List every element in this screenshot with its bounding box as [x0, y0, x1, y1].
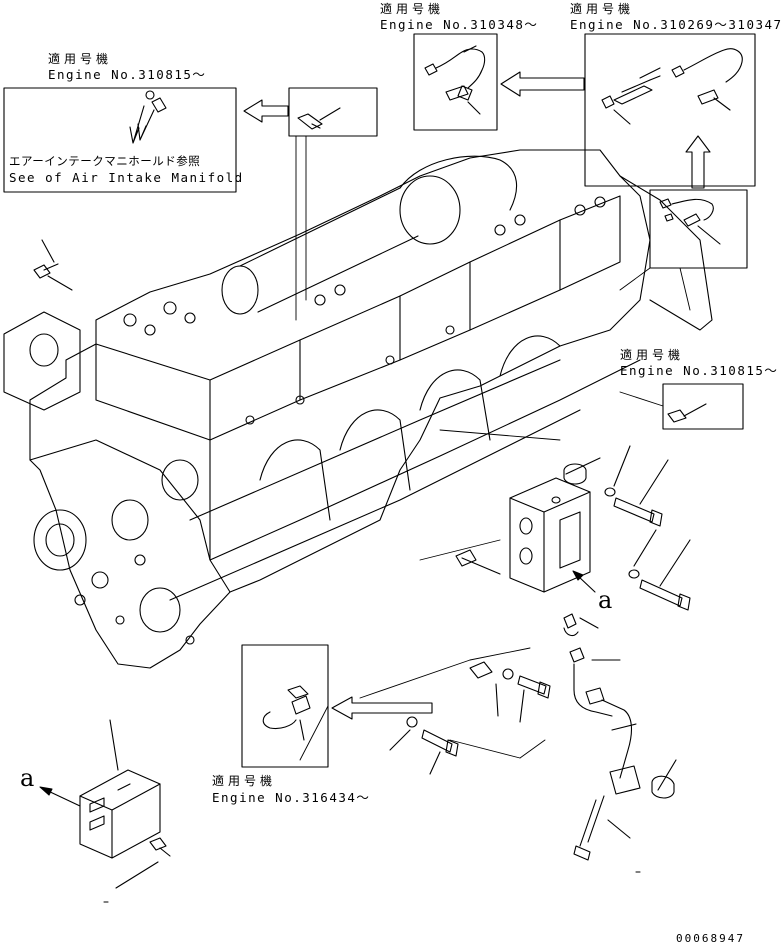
engine-no-310269: Engine No.310269～310347	[570, 17, 783, 32]
applicable-label-310815-right: 適用号機	[620, 348, 685, 362]
arrow-left-bottom	[332, 697, 432, 719]
air-intake-reference-en: See of Air Intake Manifold	[9, 170, 244, 185]
arrow-left-top	[244, 100, 288, 122]
sensor-right-upper-icon	[660, 199, 720, 244]
sensor-box-right-upper	[650, 190, 747, 268]
oxygen-sensor-310348	[425, 46, 485, 114]
sensor-pipe-assembly	[564, 614, 676, 860]
engine-no-310815-right: Engine No.310815～	[620, 363, 779, 378]
sensor-310815-right-icon	[668, 404, 706, 422]
marker-a-left: a	[20, 764, 35, 792]
air-intake-sensor-icon	[130, 91, 166, 143]
small-sensor-icon	[298, 108, 340, 129]
harness-connector-icon	[263, 686, 310, 740]
oxygen-sensor-pair-310269	[602, 49, 742, 124]
temperature-sensor-left	[34, 240, 72, 290]
lower-mid-parts	[390, 662, 550, 774]
small-sensor-box-top	[289, 88, 377, 136]
leader-lines	[296, 136, 690, 760]
applicable-label-316434: 適用号機	[212, 774, 277, 788]
engine-controller-unit	[80, 720, 170, 888]
arrow-up-right	[686, 136, 710, 188]
engine-no-310348: Engine No.310348～	[380, 17, 539, 32]
air-intake-reference-box	[4, 88, 236, 192]
engine-no-316434: Engine No.316434～	[212, 790, 371, 805]
arrow-a-right	[573, 571, 595, 592]
applicable-label-310269: 適用号機	[570, 2, 635, 16]
engine-block	[4, 150, 712, 668]
arrow-a-left	[40, 787, 80, 806]
applicable-label-310348: 適用号機	[380, 2, 445, 16]
sensor-box-310815-right	[663, 384, 743, 429]
sensor-box-310348	[414, 34, 497, 130]
engine-no-air-intake: Engine No.310815～	[48, 67, 207, 82]
air-intake-reference-jp: エアーインテークマニホールド参照	[9, 154, 201, 168]
drawing-number: 00068947	[676, 932, 745, 945]
sensor-box-310269	[585, 34, 755, 186]
sensor-manifold-block	[456, 458, 600, 592]
harness-box-316434	[242, 645, 328, 767]
marker-a-right: a	[598, 586, 613, 614]
applicable-label-air-intake: 適用号機	[48, 52, 113, 66]
arrow-left-310348	[501, 72, 584, 96]
mounting-bolts	[605, 446, 690, 610]
